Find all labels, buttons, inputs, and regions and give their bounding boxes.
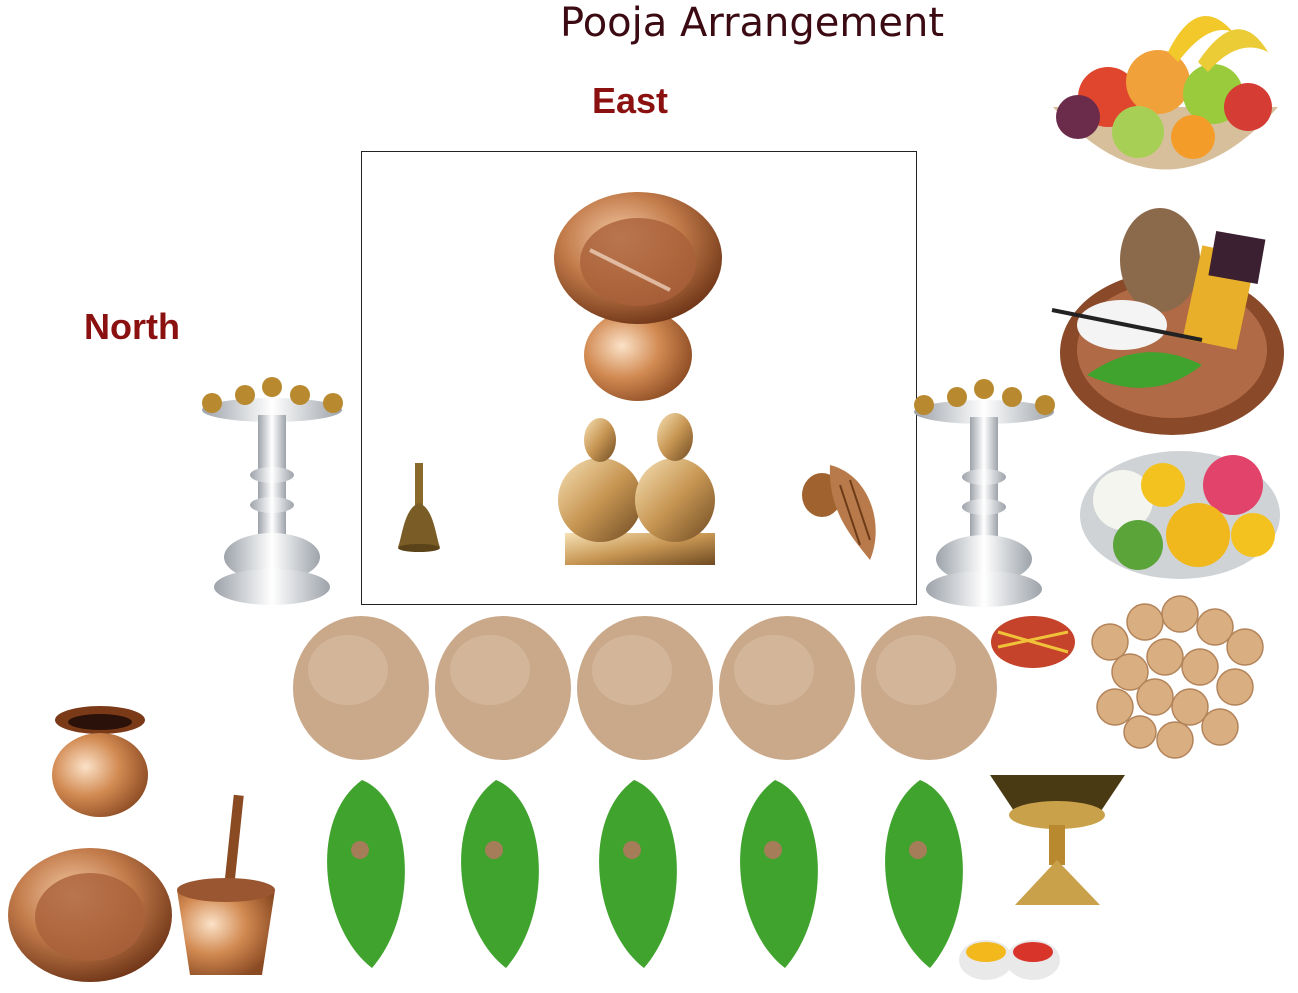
coconut-icon [293, 610, 431, 765]
direction-label-east: East [592, 80, 668, 122]
betel-leaf-icon [312, 780, 414, 970]
page-title: Pooja Arrangement [560, 0, 944, 46]
conch-shell-icon [800, 455, 885, 565]
deity-idols-icon [545, 405, 725, 573]
coconut-icon [435, 610, 573, 765]
copper-plate-icon [5, 845, 175, 985]
offering-plate-icon [1052, 205, 1287, 437]
coconut-icon [719, 610, 857, 765]
flowers-plate-icon [1078, 440, 1283, 580]
kalash-with-plate-icon [550, 190, 730, 405]
direction-label-north: North [84, 306, 180, 348]
areca-nuts-icon [1080, 592, 1270, 760]
betel-leaf-icon [584, 780, 686, 970]
copper-cup-with-spoon-icon [172, 795, 280, 980]
silver-lamp-left-icon [200, 375, 345, 607]
betel-leaf-icon [725, 780, 827, 970]
betel-leaf-icon [870, 780, 972, 970]
fruit-basket-icon [1048, 2, 1283, 202]
copper-pot-icon [48, 700, 153, 820]
thread-spool-icon [988, 612, 1080, 674]
coconut-icon [861, 610, 999, 765]
turmeric-kumkum-bowls-icon [958, 930, 1063, 990]
brass-oil-lamp-icon [985, 765, 1130, 910]
bell-icon [398, 463, 440, 553]
coconut-icon [577, 610, 715, 765]
silver-lamp-right-icon [912, 377, 1057, 609]
betel-leaf-icon [446, 780, 548, 970]
